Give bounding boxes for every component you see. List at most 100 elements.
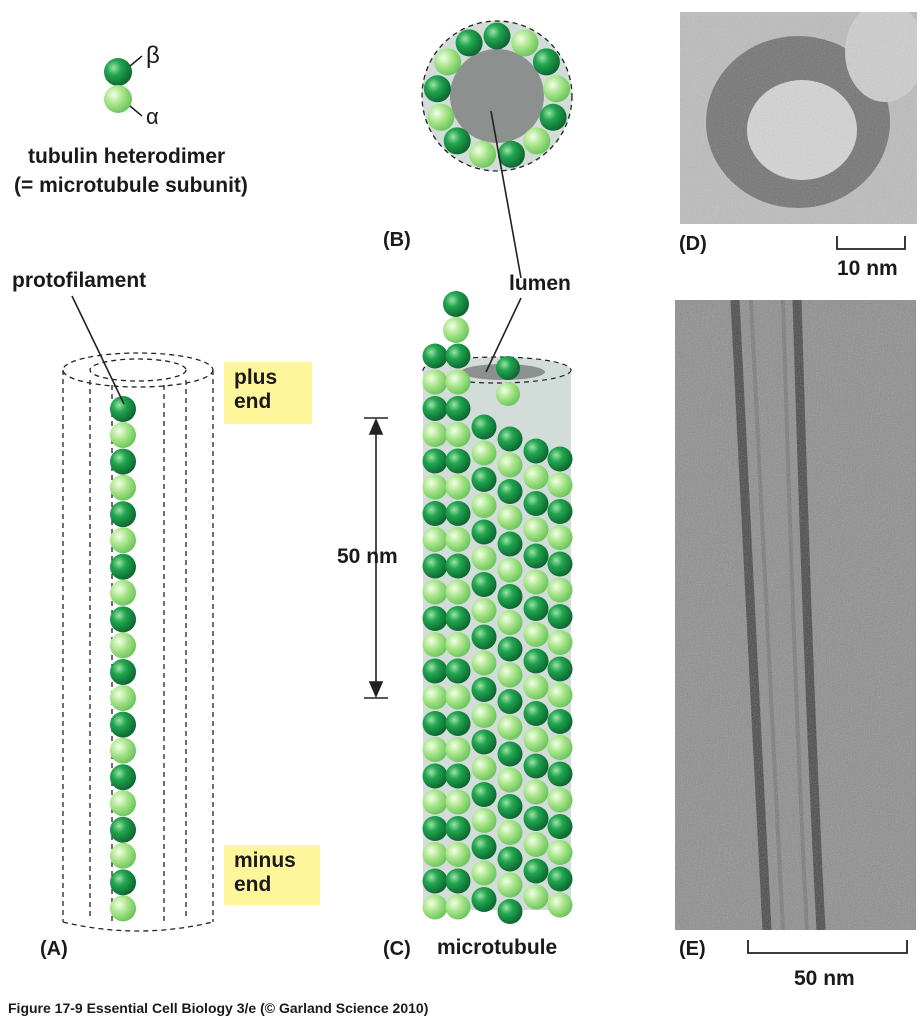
lattice-alpha xyxy=(423,370,448,395)
lattice-alpha xyxy=(472,493,497,518)
lattice-beta xyxy=(548,867,573,892)
plus-label: plus xyxy=(234,366,302,390)
lattice-beta xyxy=(524,859,549,884)
lattice-beta xyxy=(446,711,471,736)
beta-subunit xyxy=(110,817,136,843)
lattice-alpha xyxy=(524,832,549,857)
lattice-alpha xyxy=(446,475,471,500)
panel-letter-e: (E) xyxy=(679,939,706,959)
lattice-beta xyxy=(524,439,549,464)
ring-subunit xyxy=(540,104,567,131)
lattice-alpha xyxy=(446,790,471,815)
panel-letter-c: (C) xyxy=(383,939,411,959)
alpha-subunit xyxy=(110,895,136,921)
beta-subunit xyxy=(110,869,136,895)
ring-subunit xyxy=(444,127,471,154)
lattice-beta xyxy=(498,479,523,504)
lattice-alpha xyxy=(548,840,573,865)
lattice-beta xyxy=(472,520,497,545)
lattice-beta xyxy=(524,491,549,516)
panel-letter-d: (D) xyxy=(679,234,707,254)
beta-subunit xyxy=(110,712,136,738)
lattice-beta xyxy=(472,467,497,492)
lattice-alpha xyxy=(446,685,471,710)
lattice-beta xyxy=(498,532,523,557)
legend-title-line1: tubulin heterodimer xyxy=(28,146,225,167)
lattice-alpha xyxy=(524,675,549,700)
lattice-beta xyxy=(472,415,497,440)
lattice-alpha xyxy=(472,651,497,676)
beta-subunit xyxy=(110,554,136,580)
lumen-edge-beta xyxy=(496,356,520,380)
lattice-beta xyxy=(524,701,549,726)
microtubule-label: microtubule xyxy=(437,937,557,958)
lattice-beta xyxy=(524,544,549,569)
lattice-beta xyxy=(548,762,573,787)
lattice-alpha xyxy=(548,630,573,655)
lattice-alpha xyxy=(498,505,523,530)
lattice-alpha xyxy=(423,475,448,500)
lattice-alpha xyxy=(423,580,448,605)
beta-label: β xyxy=(146,44,160,68)
lattice-alpha xyxy=(498,768,523,793)
scale-bar-d xyxy=(837,236,905,249)
free-beta-subunit xyxy=(443,291,469,317)
lattice-beta xyxy=(423,711,448,736)
lattice-beta xyxy=(423,816,448,841)
beta-subunit xyxy=(110,501,136,527)
lattice-beta xyxy=(472,782,497,807)
lumen-label: lumen xyxy=(509,273,571,294)
lattice-beta xyxy=(423,869,448,894)
lattice-alpha xyxy=(423,685,448,710)
lattice-beta xyxy=(472,887,497,912)
ring-subunit xyxy=(484,23,511,50)
lattice-alpha xyxy=(524,465,549,490)
beta-subunit xyxy=(110,606,136,632)
lattice-alpha xyxy=(548,893,573,918)
lattice-beta xyxy=(548,604,573,629)
alpha-subunit xyxy=(110,738,136,764)
lattice-beta xyxy=(472,730,497,755)
lattice-beta xyxy=(548,709,573,734)
lattice-beta xyxy=(423,659,448,684)
lattice-alpha xyxy=(472,441,497,466)
lattice-beta xyxy=(446,764,471,789)
lattice-alpha xyxy=(524,570,549,595)
lattice-alpha xyxy=(524,622,549,647)
ring-subunit xyxy=(427,104,454,131)
lattice-alpha xyxy=(498,715,523,740)
lattice-beta xyxy=(423,449,448,474)
lattice-beta xyxy=(446,606,471,631)
lattice-beta xyxy=(423,501,448,526)
lattice-beta xyxy=(446,396,471,421)
scale-bar-e xyxy=(748,940,907,953)
lattice-beta xyxy=(446,816,471,841)
lattice-alpha xyxy=(524,780,549,805)
minus-label: minus xyxy=(234,849,310,873)
lattice-alpha xyxy=(446,422,471,447)
lattice-alpha xyxy=(472,598,497,623)
ring-subunit xyxy=(498,141,525,168)
lattice-beta xyxy=(498,427,523,452)
lattice-beta xyxy=(548,814,573,839)
lattice-alpha xyxy=(446,632,471,657)
lattice-beta xyxy=(423,606,448,631)
lattice-alpha xyxy=(446,580,471,605)
lattice-beta xyxy=(498,794,523,819)
lattice-alpha xyxy=(423,527,448,552)
lattice-alpha xyxy=(423,895,448,920)
alpha-subunit xyxy=(110,422,136,448)
ring-subunit xyxy=(434,48,461,75)
alpha-subunit xyxy=(110,685,136,711)
lattice-alpha xyxy=(472,861,497,886)
lattice-alpha xyxy=(446,895,471,920)
ring-subunit xyxy=(456,29,483,56)
lattice-beta xyxy=(498,899,523,924)
lattice-beta xyxy=(548,657,573,682)
lattice-beta xyxy=(548,552,573,577)
protofilament-beads xyxy=(110,396,136,921)
alpha-subunit xyxy=(110,843,136,869)
lattice-beta xyxy=(446,344,471,369)
lattice-alpha xyxy=(548,525,573,550)
end-label: end xyxy=(234,390,302,414)
